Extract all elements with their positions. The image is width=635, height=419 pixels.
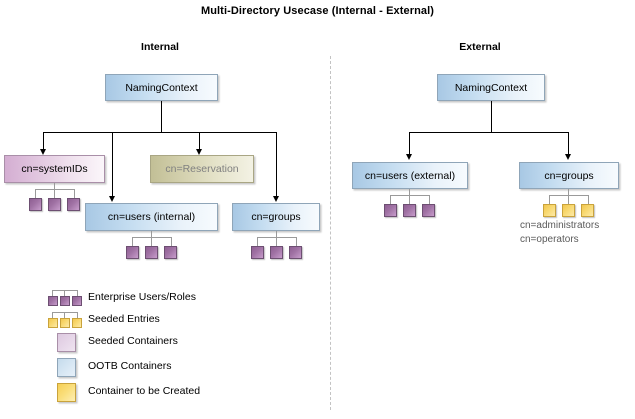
cluster-leg xyxy=(276,237,277,246)
arrow-down-icon xyxy=(273,196,279,202)
external-trunk-line xyxy=(491,101,492,132)
external-users-entry-cluster xyxy=(384,195,436,219)
internal-groups-entry-cluster xyxy=(251,237,303,261)
diagram-title: Multi-Directory Usecase (Internal - Exte… xyxy=(200,5,435,17)
internal-node-users[interactable]: cn=users (internal) xyxy=(85,203,218,231)
cluster-leg xyxy=(390,195,391,204)
cluster-leg xyxy=(257,237,258,246)
cluster-bracket xyxy=(549,195,589,196)
cluster-leg xyxy=(151,237,152,246)
external-branch-groups xyxy=(568,132,569,156)
cluster-leg xyxy=(429,195,430,204)
section-heading-external: External xyxy=(459,41,501,53)
external-groups-entry-cluster xyxy=(543,195,595,219)
internal-branch-systemids xyxy=(43,132,44,151)
internal-users-cluster-stem xyxy=(151,231,152,237)
cluster-leg xyxy=(54,189,55,198)
seeded-entry-square xyxy=(543,204,556,217)
internal-node-groups[interactable]: cn=groups xyxy=(232,203,320,231)
internal-branch-users xyxy=(112,132,113,198)
enterprise-entry-square xyxy=(270,246,283,259)
enterprise-entry-square xyxy=(126,246,139,259)
legend-label: Seeded Entries xyxy=(88,313,160,325)
enterprise-entry-square xyxy=(164,246,177,259)
internal-external-divider xyxy=(330,56,331,410)
arrow-down-icon xyxy=(109,196,115,202)
enterprise-entry-square xyxy=(422,204,435,217)
cluster-bracket xyxy=(257,237,297,238)
yellow-swatch-icon xyxy=(57,383,76,402)
cluster-leg xyxy=(409,195,410,204)
cluster-leg xyxy=(35,189,36,198)
internal-bus-line xyxy=(43,132,277,133)
section-heading-internal: Internal xyxy=(141,41,179,53)
external-node-groups[interactable]: cn=groups xyxy=(519,162,619,189)
legend-label: Container to be Created xyxy=(88,385,201,397)
enterprise-entry-square xyxy=(29,198,42,211)
cluster-leg xyxy=(549,195,550,204)
enterprise-entry-square xyxy=(145,246,158,259)
enterprise-entry-square xyxy=(48,198,61,211)
enterprise-entry-square xyxy=(384,204,397,217)
internal-users-entry-cluster xyxy=(126,237,178,261)
internal-node-systemids[interactable]: cn=systemIDs xyxy=(4,155,105,183)
enterprise-entry-square xyxy=(289,246,302,259)
external-node-namingcontext[interactable]: NamingContext xyxy=(437,74,545,101)
internal-groups-cluster-stem xyxy=(276,231,277,237)
external-groups-entry-label-administrators: cn=administrators xyxy=(520,220,600,231)
internal-trunk-line xyxy=(161,101,162,132)
seeded-entry-square xyxy=(581,204,594,217)
seeded-entry-square xyxy=(562,204,575,217)
internal-systemids-entry-cluster xyxy=(29,189,81,213)
external-branch-users xyxy=(409,132,410,156)
internal-node-namingcontext[interactable]: NamingContext xyxy=(105,74,218,101)
cluster-leg xyxy=(568,195,569,204)
arrow-down-icon xyxy=(565,154,571,160)
external-node-users[interactable]: cn=users (external) xyxy=(352,162,468,189)
yellow-cluster-icon xyxy=(48,311,82,329)
internal-branch-groups xyxy=(276,132,277,198)
blue-swatch-icon xyxy=(57,358,76,377)
internal-node-reservation[interactable]: cn=Reservation xyxy=(150,155,254,183)
arrow-down-icon xyxy=(406,154,412,160)
internal-branch-reservation xyxy=(199,132,200,151)
legend-label: Seeded Containers xyxy=(88,335,178,347)
cluster-leg xyxy=(296,237,297,246)
cluster-leg xyxy=(588,195,589,204)
internal-systemids-cluster-stem xyxy=(54,183,55,189)
cluster-bracket xyxy=(35,189,75,190)
pink-swatch-icon xyxy=(57,333,76,352)
enterprise-entry-square xyxy=(251,246,264,259)
external-groups-entry-label-operators: cn=operators xyxy=(520,234,579,245)
enterprise-entry-square xyxy=(67,198,80,211)
external-bus-line xyxy=(409,132,569,133)
arrow-down-icon xyxy=(40,149,46,155)
cluster-leg xyxy=(171,237,172,246)
legend-label: OOTB Containers xyxy=(88,360,172,372)
cluster-leg xyxy=(74,189,75,198)
purple-cluster-icon xyxy=(48,289,82,307)
legend-label: Enterprise Users/Roles xyxy=(88,291,196,303)
arrow-down-icon xyxy=(196,149,202,155)
cluster-bracket xyxy=(132,237,172,238)
external-users-cluster-stem xyxy=(409,189,410,195)
enterprise-entry-square xyxy=(403,204,416,217)
external-groups-cluster-stem xyxy=(568,189,569,195)
cluster-leg xyxy=(132,237,133,246)
cluster-bracket xyxy=(390,195,430,196)
